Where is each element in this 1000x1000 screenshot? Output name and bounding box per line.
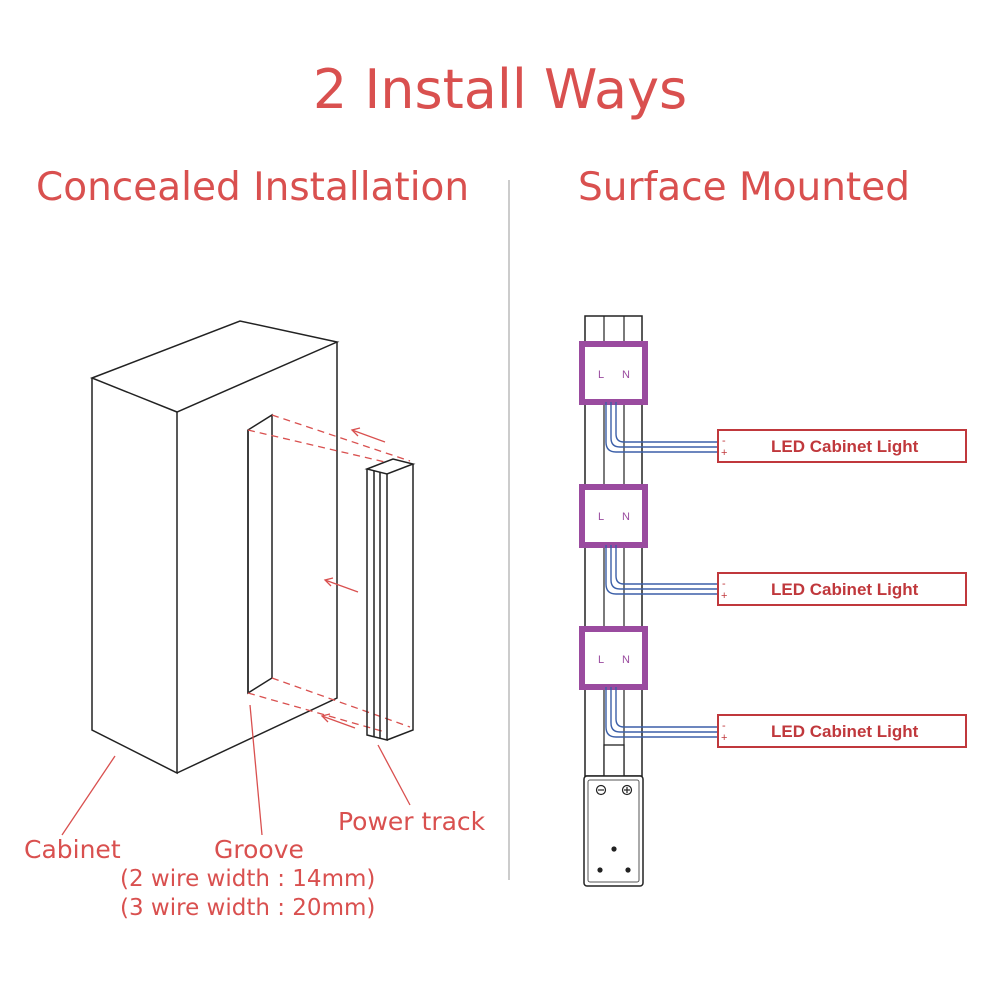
led-light-box-1 <box>717 429 967 463</box>
light-2-minus: - <box>722 578 726 590</box>
light-1-plus: + <box>721 447 727 459</box>
label-pointers <box>61 704 411 836</box>
light-3-plus: + <box>721 732 727 744</box>
power-track-label: Power track <box>338 807 486 836</box>
light-2-plus: + <box>721 590 727 602</box>
connector-3 <box>579 626 718 738</box>
led-light-label-1: LED Cabinet Light <box>771 437 919 456</box>
cabinet-label: Cabinet <box>24 835 121 864</box>
wire-3 <box>605 687 718 738</box>
connector-1 <box>579 341 718 453</box>
led-light-box-3 <box>717 714 967 748</box>
groove-3-wire-width: (3 wire width : 20mm) <box>120 895 376 921</box>
cabinet-top-face <box>89 320 340 413</box>
connector-2-n-label: N <box>622 511 630 523</box>
led-light-box-2 <box>717 572 967 606</box>
cabinet-front-face <box>176 342 338 774</box>
cabinet-drawing <box>61 320 416 836</box>
insert-arrows <box>320 427 386 729</box>
wire-2 <box>605 545 718 595</box>
connector-box <box>579 626 648 690</box>
groove-outline <box>247 413 273 695</box>
power-plug-drawing <box>583 744 644 887</box>
connector-box <box>579 484 648 548</box>
wire-1 <box>605 402 718 453</box>
connector-3-n-label: N <box>622 654 630 666</box>
groove-2-wire-width: (2 wire width : 14mm) <box>120 866 376 892</box>
light-3-minus: - <box>722 720 726 732</box>
groove-label: Groove <box>214 835 304 864</box>
connector-2 <box>579 484 718 595</box>
cabinet-side-face <box>91 378 178 775</box>
connector-1-n-label: N <box>622 369 630 381</box>
connector-box <box>579 341 648 405</box>
surface-track-drawing <box>579 315 967 887</box>
concealed-installation-title: Concealed Installation <box>36 165 470 210</box>
connector-3-l-label: L <box>598 654 604 666</box>
connector-2-l-label: L <box>598 511 604 523</box>
main-title: 2 Install Ways <box>312 58 688 121</box>
surface-mounted-title: Surface Mounted <box>578 165 910 210</box>
led-light-label-3: LED Cabinet Light <box>771 722 919 741</box>
power-track-drawing <box>364 458 416 741</box>
led-light-label-2: LED Cabinet Light <box>771 580 919 599</box>
light-1-minus: - <box>722 435 726 447</box>
connector-1-l-label: L <box>598 369 604 381</box>
